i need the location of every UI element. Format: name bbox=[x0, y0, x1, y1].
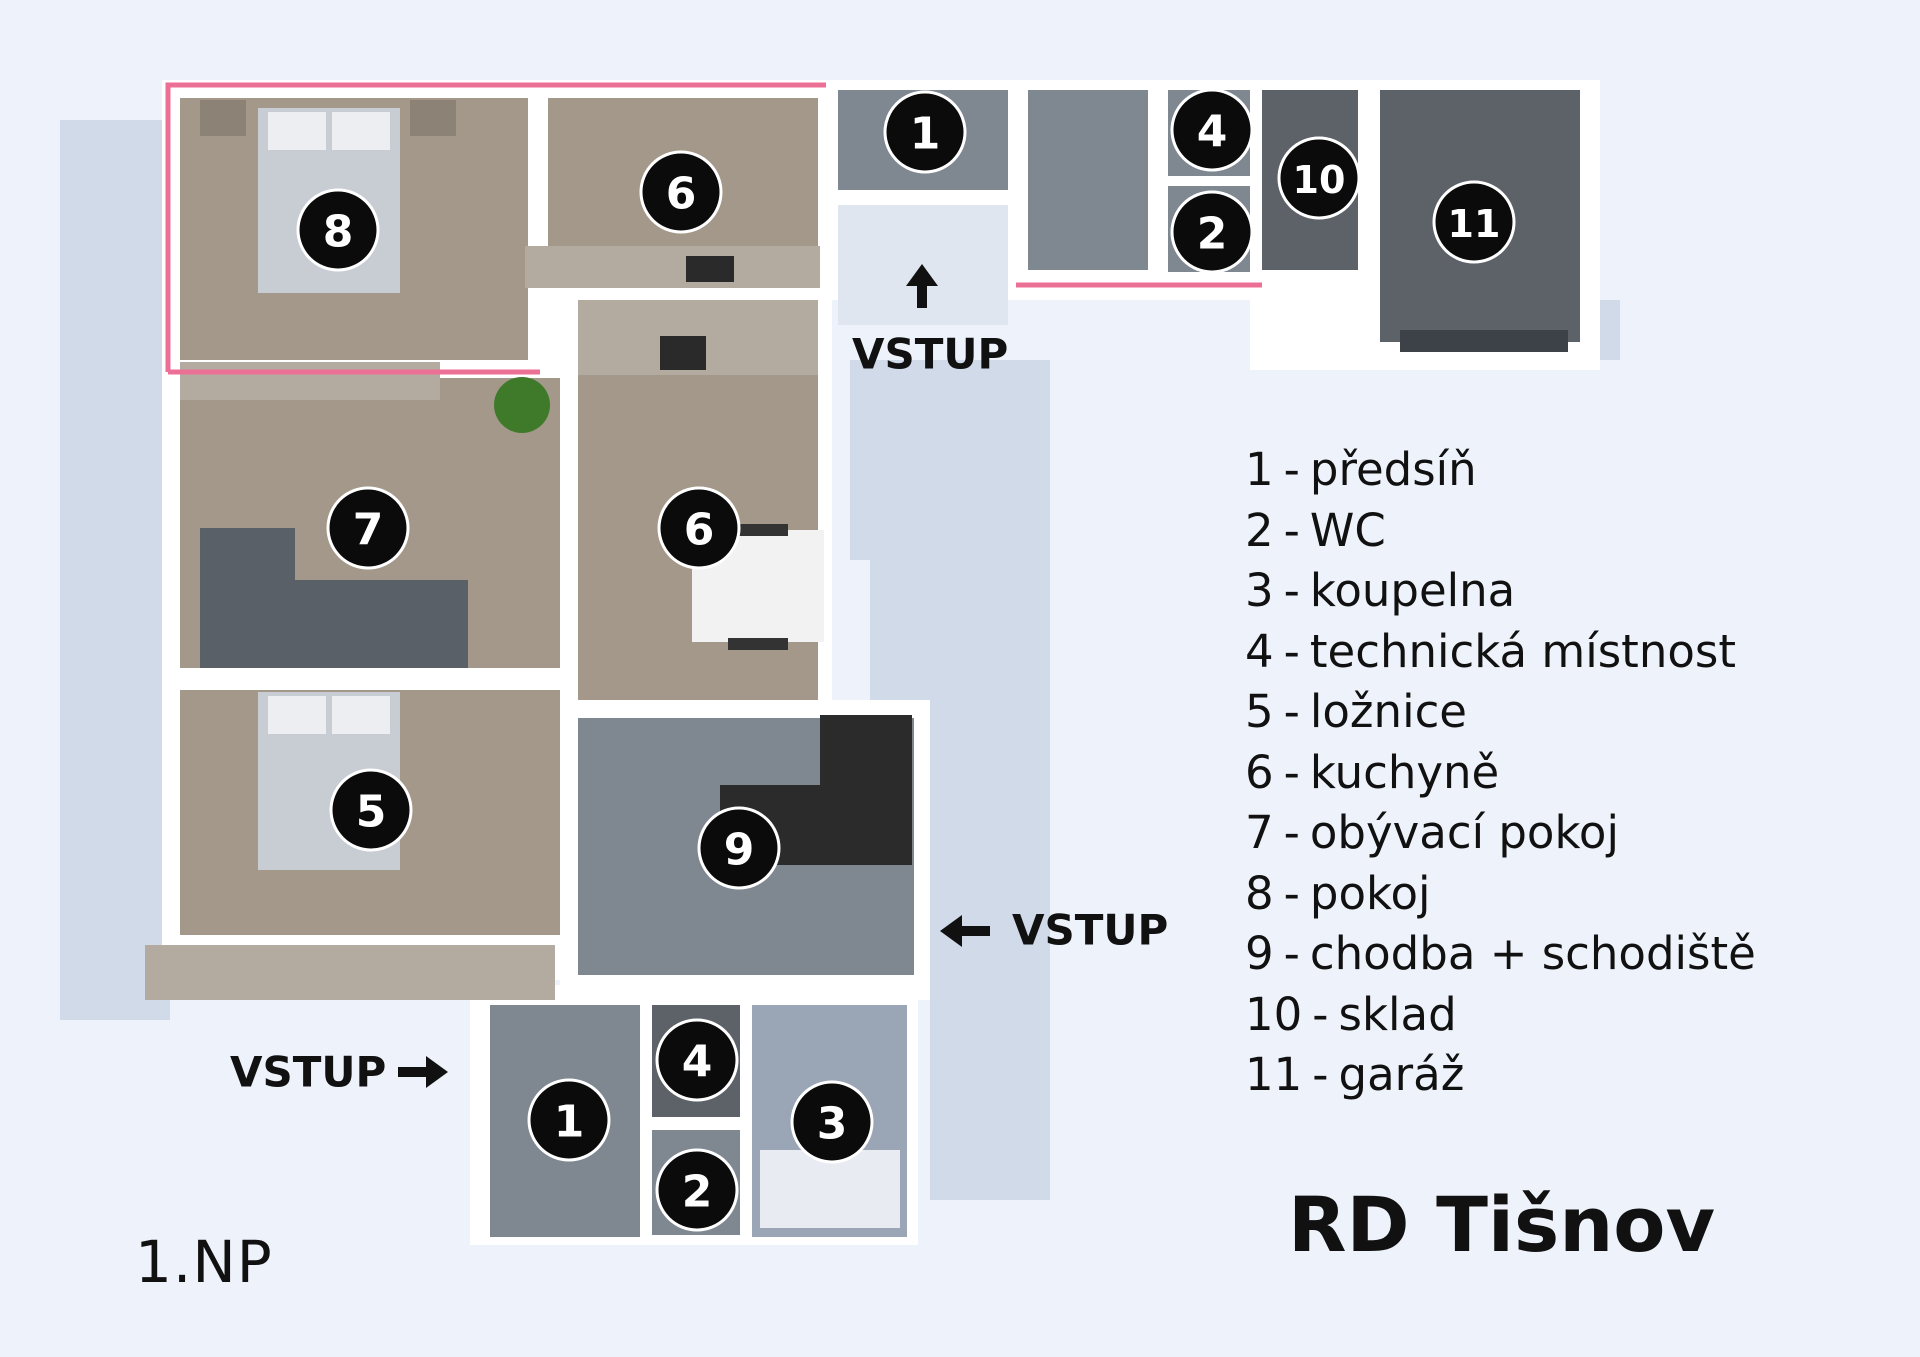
legend-item: 4-technická místnost bbox=[1245, 624, 1736, 678]
pillow bbox=[268, 112, 326, 150]
room-marker-label: 6 bbox=[684, 505, 715, 556]
legend-item: 1-předsíň bbox=[1245, 443, 1477, 496]
room-marker-label: 11 bbox=[1448, 202, 1501, 246]
room-marker-circle bbox=[655, 1018, 739, 1102]
room-markers: 8 6 1 4 2 10 11 7 6 5 9 4 1 3 2 bbox=[296, 88, 1516, 1232]
room-marker-9: 9 bbox=[697, 806, 781, 890]
cooktop bbox=[660, 336, 706, 370]
sofa bbox=[200, 580, 468, 668]
plant bbox=[494, 377, 550, 433]
room-marker-label: 10 bbox=[1293, 158, 1346, 202]
highlight-walls bbox=[165, 82, 1262, 375]
legend-item: 8-pokoj bbox=[1245, 866, 1431, 920]
room-marker-label: 3 bbox=[817, 1099, 848, 1150]
room-marker-4: 4 bbox=[655, 1018, 739, 1102]
room-marker-circle bbox=[329, 768, 413, 852]
room-marker-11: 11 bbox=[1432, 180, 1516, 264]
room-marker-8: 8 bbox=[296, 188, 380, 272]
legend-item: 5-ložnice bbox=[1245, 685, 1467, 738]
room-marker-label: 1 bbox=[910, 109, 941, 160]
room-marker-circle bbox=[1170, 190, 1254, 274]
room-marker-circle bbox=[697, 806, 781, 890]
room-marker-circle bbox=[639, 150, 723, 234]
room-marker-10: 10 bbox=[1277, 136, 1361, 220]
room-marker-7: 7 bbox=[326, 486, 410, 570]
room-marker-5: 5 bbox=[329, 768, 413, 852]
chair bbox=[728, 638, 788, 650]
room-marker-label: 2 bbox=[682, 1167, 713, 1218]
room-marker-label: 9 bbox=[724, 825, 755, 876]
pillow bbox=[332, 112, 390, 150]
room-marker-label: 5 bbox=[356, 787, 387, 838]
entry-label-left: VSTUP bbox=[230, 1048, 386, 1097]
room-marker-circle bbox=[655, 1148, 739, 1232]
wardrobe bbox=[145, 945, 555, 1000]
room-marker-circle bbox=[527, 1078, 611, 1162]
room-marker-circle bbox=[1170, 88, 1254, 172]
legend-item: 6-kuchyně bbox=[1245, 745, 1500, 799]
chair bbox=[728, 524, 788, 536]
pillow bbox=[268, 696, 326, 734]
room-3-upper-floor bbox=[1028, 90, 1148, 270]
room-marker-2: 2 bbox=[655, 1148, 739, 1232]
garage-door bbox=[1400, 330, 1568, 352]
legend-item: 2-WC bbox=[1245, 503, 1386, 557]
shelf bbox=[180, 362, 440, 400]
room-marker-circle bbox=[883, 90, 967, 174]
room-marker-label: 4 bbox=[1197, 107, 1228, 158]
room-marker-circle bbox=[326, 486, 410, 570]
legend-item: 3-koupelna bbox=[1245, 564, 1516, 617]
arrow-left-icon bbox=[940, 915, 990, 947]
legend-item: 7-obývací pokoj bbox=[1245, 806, 1619, 859]
room-marker-label: 7 bbox=[353, 505, 384, 556]
room-marker-label: 6 bbox=[666, 169, 697, 220]
room-marker-circle bbox=[1277, 136, 1361, 220]
nightstand bbox=[200, 100, 246, 136]
nightstand bbox=[410, 100, 456, 136]
cooktop bbox=[686, 256, 734, 282]
legend-item: 11-garáž bbox=[1245, 1048, 1465, 1101]
pillow bbox=[332, 696, 390, 734]
arrow-right-icon bbox=[398, 1056, 448, 1088]
entry-label-top: VSTUP bbox=[852, 330, 1008, 379]
room-marker-circle bbox=[657, 486, 741, 570]
room-marker-circle bbox=[296, 188, 380, 272]
room-marker-1: 1 bbox=[883, 90, 967, 174]
room-marker-label: 4 bbox=[682, 1037, 713, 1088]
room-marker-circle bbox=[1432, 180, 1516, 264]
room-marker-4: 4 bbox=[1170, 88, 1254, 172]
room-legend: 1-předsíň 2-WC 3-koupelna 4-technická mí… bbox=[1245, 440, 1756, 1106]
arrow-up-icon bbox=[906, 264, 938, 308]
room-marker-6: 6 bbox=[639, 150, 723, 234]
floor-label: 1.NP bbox=[135, 1228, 273, 1296]
room-marker-label: 8 bbox=[323, 207, 354, 258]
kitchen-counter bbox=[525, 246, 820, 288]
entry-label-right: VSTUP bbox=[1012, 906, 1168, 955]
room-marker-label: 2 bbox=[1197, 209, 1228, 260]
legend-item: 9-chodba + schodiště bbox=[1245, 927, 1756, 980]
room-marker-3: 3 bbox=[790, 1080, 874, 1164]
room-marker-1: 1 bbox=[527, 1078, 611, 1162]
room-marker-label: 1 bbox=[554, 1097, 585, 1148]
room-marker-circle bbox=[790, 1080, 874, 1164]
property-title: RD Tišnov bbox=[1288, 1180, 1716, 1269]
legend-item: 10-sklad bbox=[1245, 987, 1457, 1041]
room-marker-6: 6 bbox=[657, 486, 741, 570]
room-marker-2: 2 bbox=[1170, 190, 1254, 274]
entry-arrows bbox=[398, 264, 990, 1088]
